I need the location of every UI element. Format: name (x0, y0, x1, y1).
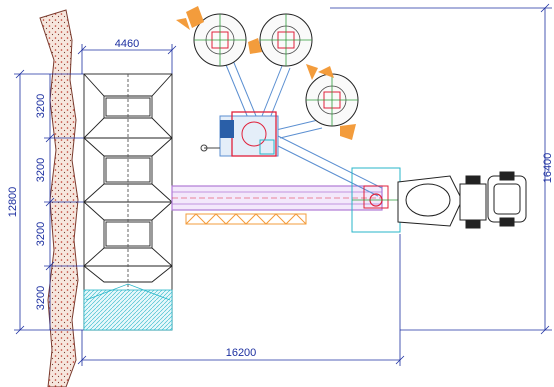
aggregate-bins (83, 73, 173, 331)
dim-bottom-total: 16200 (226, 347, 257, 359)
dim-right-total: 16400 (542, 153, 554, 184)
dim-left-segment-2: 3200 (35, 158, 47, 182)
planetary-mixer-3 (305, 66, 359, 140)
transfer-station (200, 111, 279, 157)
planetary-mixer-2 (248, 13, 318, 80)
dim-left-total: 12800 (7, 187, 19, 218)
planetary-mixer-1 (176, 6, 247, 67)
discharge-platform (351, 167, 401, 233)
dim-left-segment-3: 3200 (35, 222, 47, 246)
retaining-wall (39, 9, 79, 387)
feed-belts (223, 57, 383, 197)
dim-left-segment-1: 3200 (35, 94, 47, 118)
dim-top-width: 4460 (115, 38, 139, 50)
main-belt-conveyor (171, 185, 383, 211)
dim-left-segment-4: 3200 (35, 286, 47, 310)
conveyor-walkway (185, 213, 307, 225)
dimension-lines (14, 3, 552, 366)
concrete-mixer-truck (397, 171, 527, 229)
bin-hatched-bottom (83, 289, 173, 331)
